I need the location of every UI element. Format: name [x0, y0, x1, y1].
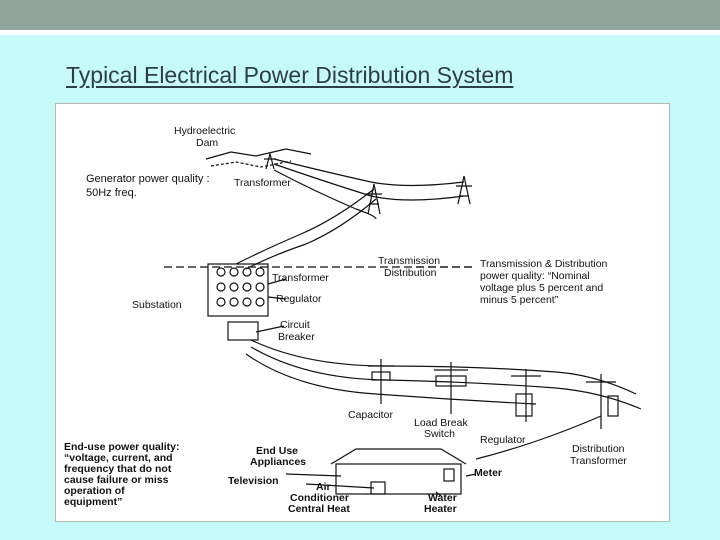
label-td-quality-2: power quality: “Nominal: [480, 270, 590, 282]
service-drop: [475, 415, 602, 460]
label-breaker: Breaker: [278, 331, 315, 343]
label-water: Water: [428, 492, 457, 504]
distribution-diagram: Hydroelectric Dam Transformer Transmissi…: [64, 125, 642, 515]
pole-regulator: [511, 369, 541, 422]
label-circuit: Circuit: [280, 319, 310, 331]
distribution-line-2: [250, 346, 642, 410]
label-conditioner: Conditioner: [290, 492, 349, 504]
label-meter: Meter: [474, 467, 502, 479]
line-to-substation-1: [235, 188, 375, 265]
tower-near-dam: [264, 151, 276, 170]
pole-distribution-transformer: [586, 374, 616, 429]
label-enduse-6: equipment”: [64, 496, 122, 508]
label-td-quality-3: voltage plus 5 percent and: [480, 282, 603, 294]
label-switch: Switch: [424, 428, 455, 440]
label-enduse-1: End-use power quality:: [64, 441, 180, 453]
dam-outline: [205, 148, 312, 160]
label-load-break: Load Break: [414, 417, 468, 429]
top-banner: [0, 0, 720, 30]
house-body: [335, 463, 462, 495]
label-enduse-3: frequency that do not: [64, 463, 172, 475]
label-central-heat: Central Heat: [288, 503, 350, 515]
label-television: Television: [228, 475, 279, 487]
house-meter: [443, 468, 455, 482]
distribution-line-3: [245, 353, 537, 405]
distribution-transformer-can: [607, 395, 619, 417]
label-enduse-2: “voltage, current, and: [64, 452, 173, 464]
label-appliances: Appliances: [250, 456, 306, 468]
label-transformer-sub: Transformer: [272, 272, 329, 284]
house-roof: [330, 448, 467, 465]
label-air: Air: [316, 481, 331, 493]
label-hydroelectric: Hydroelectric: [174, 125, 235, 137]
house-leader-lines: [285, 473, 477, 497]
label-enduse-4: cause failure or miss: [64, 474, 169, 486]
label-distribution: Distribution: [384, 267, 437, 279]
line-to-substation-2: [245, 198, 377, 270]
pole-load-break: [434, 362, 468, 414]
load-break-switch: [435, 375, 467, 387]
slide-title: Typical Electrical Power Distribution Sy…: [66, 62, 514, 88]
substation-insulators: [216, 267, 265, 307]
substation-transformer-block: [207, 263, 269, 317]
distribution-system-figure: Hydroelectric Dam Transformer Transmissi…: [55, 103, 670, 522]
label-end-use: End Use: [256, 445, 298, 457]
label-regulator-sub: Regulator: [276, 293, 322, 305]
label-regulator-line: Regulator: [480, 434, 526, 446]
transmission-line-3: [273, 169, 377, 220]
substation-leader-lines: [255, 278, 287, 333]
label-transmission: Transmission: [378, 255, 440, 267]
line-regulator-unit: [515, 393, 533, 417]
label-substation: Substation: [132, 299, 182, 311]
label-heater: Heater: [424, 503, 457, 515]
distribution-line-1: [250, 339, 637, 395]
tower-2: [456, 175, 472, 205]
top-banner-divider: [0, 30, 720, 35]
label-distribution-transformer-1: Distribution: [572, 443, 625, 455]
label-capacitor: Capacitor: [348, 409, 393, 421]
pole-capacitor: [368, 359, 394, 404]
label-enduse-5: operation of: [64, 485, 125, 497]
label-distribution-transformer-2: Transformer: [570, 455, 627, 467]
label-td-quality-1: Transmission & Distribution: [480, 258, 608, 270]
circuit-breaker-box: [227, 321, 259, 341]
generator-quality-note: Generator power quality : 50Hz freq.: [86, 173, 210, 199]
capacitor-unit: [371, 371, 391, 381]
label-td-quality-4: minus 5 percent”: [480, 294, 559, 306]
label-transformer-top: Transformer: [234, 177, 291, 189]
transmission-line-2: [273, 163, 465, 201]
transmission-line-1: [273, 158, 465, 187]
label-dam: Dam: [196, 137, 218, 149]
tower-1: [366, 183, 382, 215]
dam-water: [210, 160, 292, 168]
